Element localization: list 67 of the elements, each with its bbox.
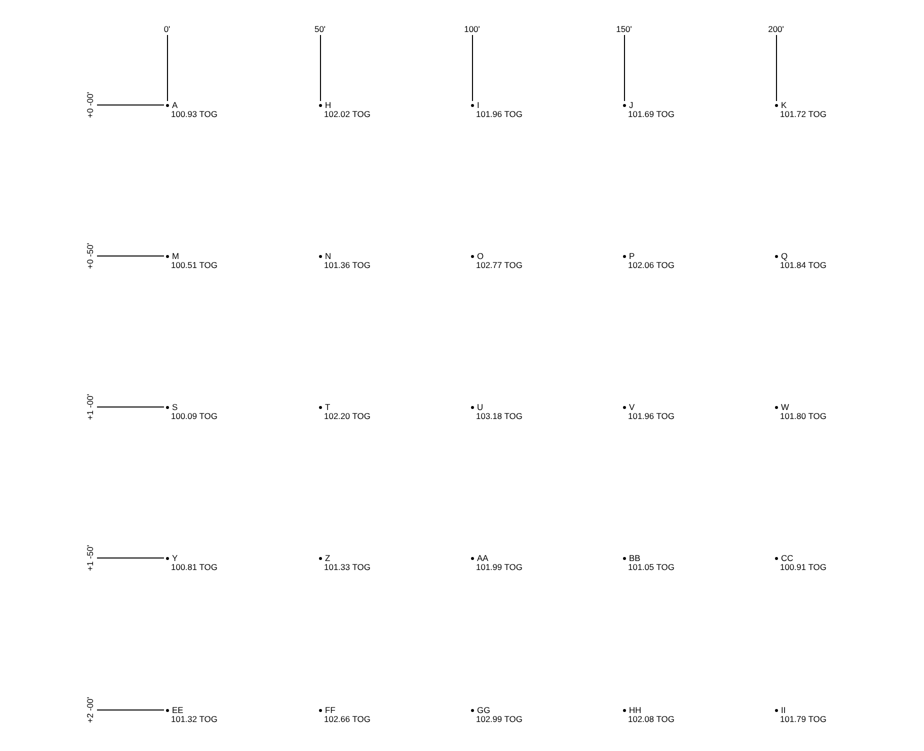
elevation-value: 101.36 TOG [324,260,370,270]
leader-line [320,34,321,102]
elevation-value: 100.81 TOG [171,562,218,572]
point-label: I [477,100,480,110]
leader-line [472,34,473,102]
point-label: O [477,251,484,261]
elevation-value: 101.05 TOG [628,562,674,572]
point-label: M [172,251,180,261]
offset-label: +1 -00' [85,394,95,420]
elevation-value: 101.72 TOG [780,109,826,119]
point-label: K [781,100,787,110]
point-label: A [172,100,178,110]
elevation-value: 100.09 TOG [171,411,218,421]
offset-label: +2 -00' [85,697,95,723]
point-label: J [629,100,634,110]
station-label: 100' [464,24,480,34]
elevation-value: 101.33 TOG [324,562,370,572]
elevation-value: 101.32 TOG [171,714,218,724]
point-label: W [781,402,790,412]
elevation-value: 101.69 TOG [628,109,674,119]
elevation-value: 102.08 TOG [628,714,674,724]
leader-line [624,34,625,102]
leader-line [96,104,164,106]
point-label: GG [477,705,490,715]
elevation-value: 101.80 TOG [780,411,826,421]
elevation-value: 100.93 TOG [171,109,218,119]
point-label: BB [629,553,640,563]
station-label: 50' [314,24,326,34]
elevation-value: 100.51 TOG [171,260,218,270]
point-label: CC [781,553,794,563]
point-label: V [629,402,635,412]
elevation-value: 101.99 TOG [476,562,522,572]
point-label: S [172,402,178,412]
offset-label: +0 -00' [85,92,95,118]
station-label: 150' [616,24,632,34]
elevation-value: 102.20 TOG [324,411,370,421]
leader-line [776,34,777,102]
point-label: II [781,705,786,715]
elevation-value: 102.06 TOG [628,260,674,270]
point-label: Y [172,553,178,563]
point-label: EE [172,705,184,715]
elevation-value: 102.02 TOG [324,109,370,119]
leader-line [167,34,168,102]
point-label: T [325,402,330,412]
elevation-value: 102.66 TOG [324,714,370,724]
point-label: P [629,251,635,261]
elevation-value: 103.18 TOG [476,411,522,421]
elevation-value: 101.96 TOG [476,109,522,119]
offset-label: +1 -50' [85,545,95,571]
station-label: 200' [768,24,784,34]
point-label: H [325,100,332,110]
elevation-value: 102.77 TOG [476,260,522,270]
point-label: FF [325,705,336,715]
point-label: Q [781,251,788,261]
offset-label: +0 -50' [85,243,95,269]
point-label: AA [477,553,488,563]
point-label: U [477,402,484,412]
point-label: HH [629,705,642,715]
elevation-value: 101.84 TOG [780,260,826,270]
elevation-value: 102.99 TOG [476,714,522,724]
station-label: 0' [164,24,170,34]
point-label: N [325,251,332,261]
elevation-value: 100.91 TOG [780,562,826,572]
elevation-value: 101.79 TOG [780,714,826,724]
point-label: Z [325,553,330,563]
leader-line [96,406,164,408]
elevation-value: 101.96 TOG [628,411,674,421]
